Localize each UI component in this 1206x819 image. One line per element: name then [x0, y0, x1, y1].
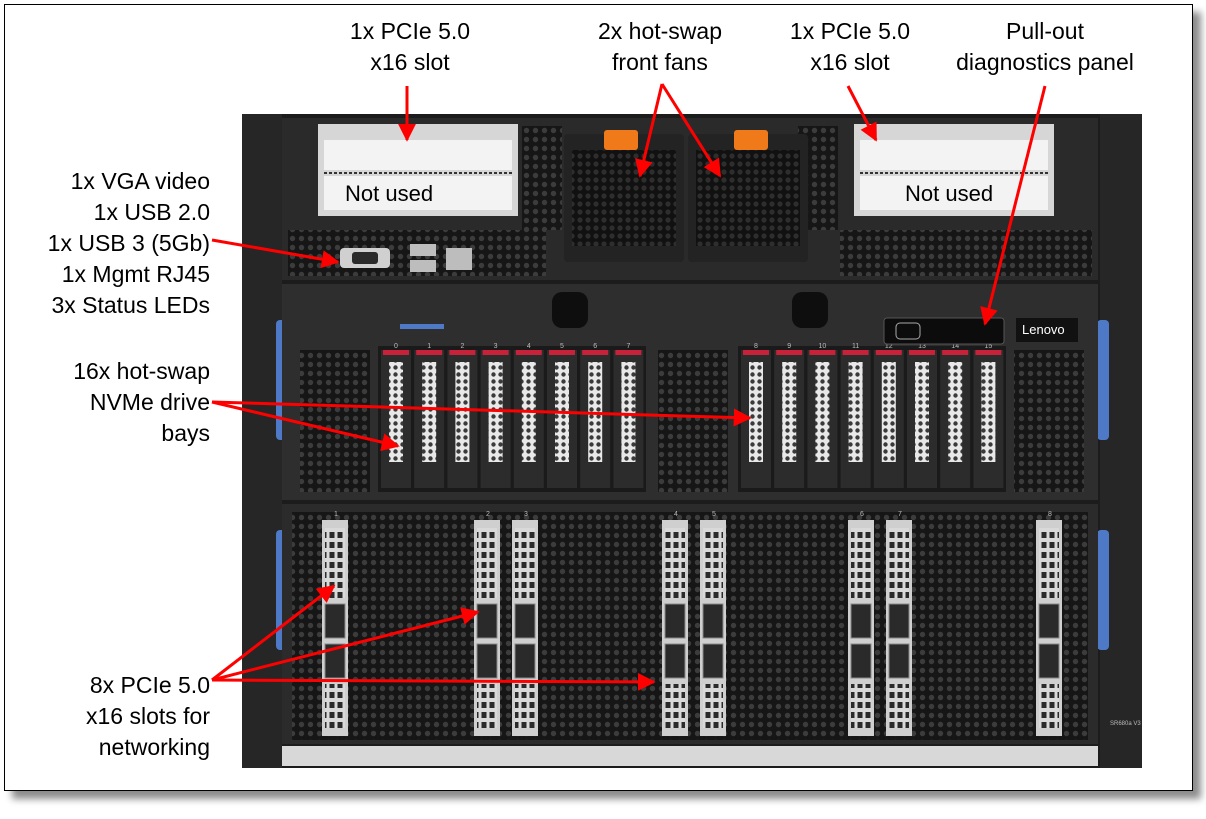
callout-arrow [211, 400, 752, 427]
diagnostics-panel [883, 317, 1005, 345]
slot-number: 4 [674, 511, 678, 518]
slot-number: 7 [898, 511, 902, 518]
callout-arrow [211, 238, 340, 269]
right-slot-placeholder: Not used [905, 181, 994, 206]
model-tag: SR680a V3 [1110, 721, 1141, 727]
drive-bay-8[interactable]: 8 [741, 343, 771, 488]
left-slot-placeholder: Not used [345, 181, 434, 206]
network-pcie-slot-3[interactable]: 3 [512, 511, 538, 736]
drive-bay-15[interactable]: 15 [973, 343, 1004, 488]
network-pcie-slot-5[interactable]: 5 [700, 511, 726, 736]
front-fan-1 [564, 130, 684, 262]
drive-number: 13 [918, 343, 926, 350]
callout-arrow [211, 607, 480, 682]
drive-bay-1[interactable]: 1 [414, 343, 445, 488]
front-fan-2 [688, 130, 808, 262]
drive-number: 2 [460, 343, 464, 350]
network-pcie-slot-4[interactable]: 4 [662, 511, 688, 736]
drive-bay-10[interactable]: 10 [807, 343, 838, 488]
callout-arrow [846, 85, 878, 142]
drive-number: 4 [527, 343, 531, 350]
drive-bay-4[interactable]: 4 [513, 343, 544, 488]
callout-arrows [211, 83, 1047, 691]
network-pcie-slot-1[interactable]: 1 [322, 511, 348, 736]
network-pcie-slot-7[interactable]: 7 [886, 511, 912, 736]
drive-number: 7 [626, 343, 630, 350]
drive-number: 9 [787, 343, 791, 350]
callout-arrow [635, 83, 664, 178]
drive-number: 10 [819, 343, 827, 350]
drive-bay-14[interactable]: 14 [940, 343, 971, 488]
slot-number: 6 [860, 511, 864, 518]
network-pcie-slot-6[interactable]: 6 [848, 511, 874, 736]
drive-bay-13[interactable]: 13 [907, 343, 937, 488]
drive-bay-3[interactable]: 3 [480, 343, 511, 488]
drive-number: 6 [593, 343, 597, 350]
drive-number: 8 [754, 343, 758, 350]
brand-logo-text: Lenovo [1022, 322, 1065, 337]
slot-number: 3 [524, 511, 528, 518]
drive-bay-7[interactable]: 7 [613, 343, 644, 488]
network-section [282, 504, 1098, 744]
callout-arrow [660, 83, 722, 178]
slot-number: 8 [1048, 511, 1052, 518]
slot-number: 1 [334, 511, 338, 518]
front-io-ports [340, 244, 472, 272]
drive-number: 11 [852, 343, 859, 350]
drive-number: 0 [394, 343, 398, 350]
drive-bay-9[interactable]: 9 [774, 343, 805, 488]
bottom-rail [282, 746, 1098, 766]
network-pcie-slot-2[interactable]: 2 [474, 511, 500, 736]
slot-number: 5 [712, 511, 716, 518]
drive-bay-12[interactable]: 12 [873, 343, 904, 488]
callout-arrow [211, 400, 400, 452]
callout-arrow [980, 85, 1047, 326]
drive-bay-6[interactable]: 6 [580, 343, 611, 488]
drive-bay-5[interactable]: 5 [547, 343, 577, 488]
drive-number: 1 [427, 343, 431, 350]
top-pcie-slot-right [854, 124, 1054, 216]
drive-bay-0[interactable]: 0 [381, 343, 411, 488]
callout-arrow [211, 584, 336, 682]
slot-number: 2 [486, 511, 490, 518]
drive-bay-2[interactable]: 2 [447, 343, 478, 488]
drive-number: 14 [951, 343, 959, 350]
top-pcie-slot-left [318, 124, 518, 216]
callout-arrow [211, 672, 656, 691]
drive-bay-11[interactable]: 11 [840, 343, 871, 488]
drive-number: 12 [885, 343, 893, 350]
lenovo-logo [1016, 318, 1078, 342]
drive-number: 5 [560, 343, 564, 350]
drive-number: 3 [494, 343, 498, 350]
network-pcie-slot-8[interactable]: 8 [1036, 511, 1062, 736]
drive-number: 15 [985, 343, 993, 350]
